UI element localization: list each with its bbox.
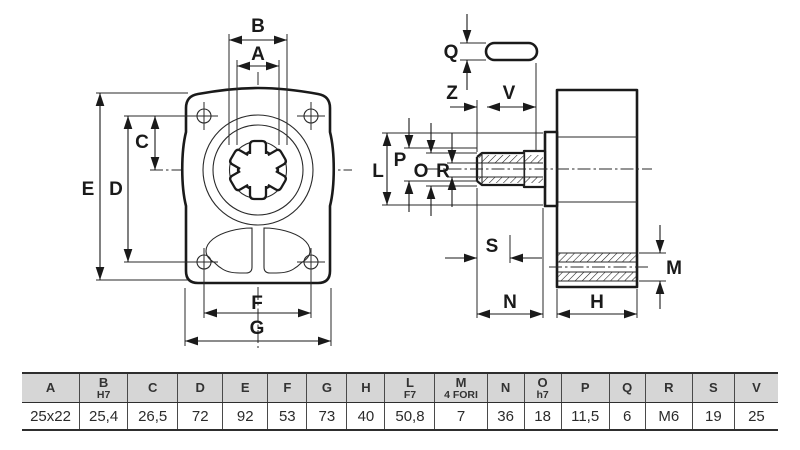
dim-label-G: G xyxy=(250,318,265,339)
dim-label-M: M xyxy=(666,258,682,279)
front-extension-lines xyxy=(96,34,332,346)
col-value-M: 7 xyxy=(434,403,486,429)
spec-table-value-row: 25x22 25,4 26,5 72 92 53 73 40 50,8 7 36… xyxy=(22,403,778,431)
col-value-O: 18 xyxy=(523,403,561,429)
dim-label-Z: Z xyxy=(446,83,458,104)
front-view: B A C D E F G xyxy=(82,16,352,348)
dim-label-Q: Q xyxy=(444,42,459,63)
dim-label-L: L xyxy=(372,161,384,182)
key-stadium xyxy=(484,41,539,62)
side-dimensions xyxy=(382,14,665,319)
col-header-D: D xyxy=(177,374,222,402)
shaft-hatch-bottom xyxy=(479,177,543,183)
col-header-N: N xyxy=(486,374,524,402)
col-value-G: 73 xyxy=(306,403,346,429)
col-header-P: P xyxy=(560,374,609,402)
spline-teeth xyxy=(229,139,287,201)
dim-label-C: C xyxy=(135,132,149,153)
pocket-left xyxy=(205,227,253,274)
col-header-Q: Q xyxy=(608,374,645,402)
col-value-L: 50,8 xyxy=(384,403,434,429)
dim-label-P: P xyxy=(394,150,407,171)
dim-label-A: A xyxy=(251,44,265,65)
col-header-G: G xyxy=(306,374,346,402)
dim-label-S: S xyxy=(486,236,499,257)
dim-label-F: F xyxy=(251,293,263,314)
col-value-D: 72 xyxy=(177,403,222,429)
col-value-S: 19 xyxy=(691,403,734,429)
col-header-E: E xyxy=(222,374,267,402)
dim-label-O: O xyxy=(414,161,429,182)
col-value-B: 25,4 xyxy=(79,403,127,429)
technical-drawing: B A C D E F G xyxy=(82,14,682,348)
dim-label-R: R xyxy=(436,161,450,182)
dim-label-V: V xyxy=(503,83,516,104)
dim-label-N: N xyxy=(503,292,517,313)
pilot-circle-outer xyxy=(202,114,314,226)
col-value-Q: 6 xyxy=(608,403,645,429)
col-header-R: R xyxy=(644,374,692,402)
col-header-V: V xyxy=(733,374,778,402)
col-value-N: 36 xyxy=(486,403,524,429)
col-header-S: S xyxy=(691,374,734,402)
col-header-C: C xyxy=(127,374,177,402)
col-header-F: F xyxy=(267,374,306,402)
dim-label-E: E xyxy=(82,179,95,200)
col-value-C: 26,5 xyxy=(127,403,177,429)
front-dimensions xyxy=(95,35,331,346)
col-value-F: 53 xyxy=(267,403,306,429)
dim-label-B: B xyxy=(251,16,265,37)
side-view: Q Z V L P O R S N H M xyxy=(372,14,682,319)
threaded-hole-section xyxy=(549,252,650,282)
shaft-hatch-top xyxy=(479,155,543,163)
col-value-V: 25 xyxy=(733,403,778,429)
col-value-P: 11,5 xyxy=(560,403,609,429)
col-header-A: A xyxy=(45,380,56,395)
col-value-H: 40 xyxy=(346,403,384,429)
dim-label-H: H xyxy=(590,292,604,313)
col-value-R: M6 xyxy=(644,403,692,429)
pilot-circle-inner xyxy=(212,124,304,216)
dim-label-D: D xyxy=(109,179,123,200)
col-value-A: 25x22 xyxy=(30,407,71,425)
col-header-H: H xyxy=(346,374,384,402)
col-value-E: 92 xyxy=(222,403,267,429)
